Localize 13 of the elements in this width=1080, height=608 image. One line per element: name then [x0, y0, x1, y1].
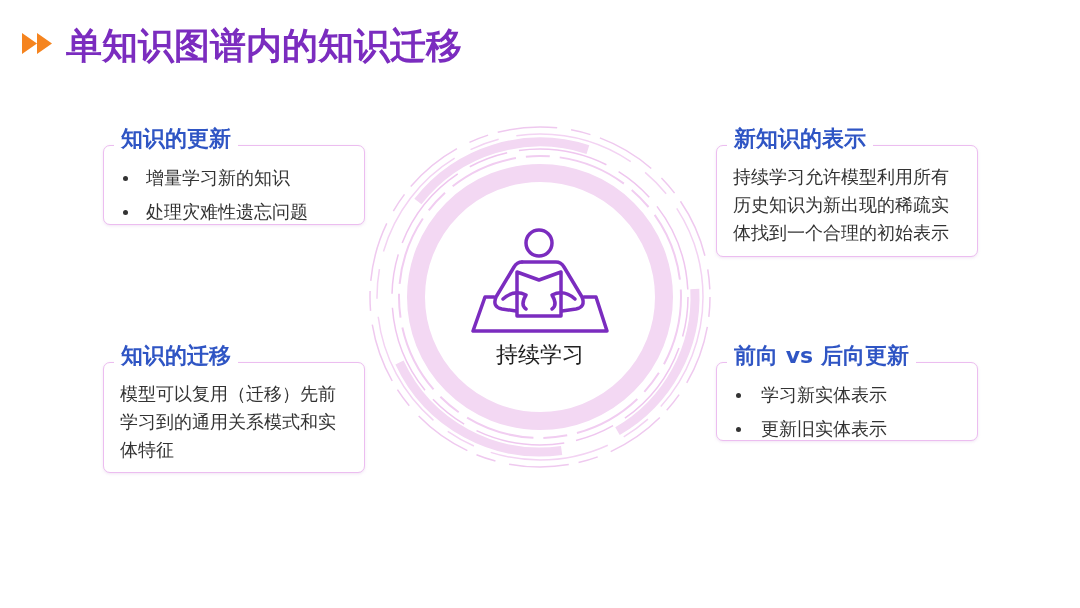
- bullet-text: 学习新实体表示: [761, 383, 887, 407]
- card-heading: 知识的迁移: [114, 342, 238, 370]
- card-heading: 前向 vs 后向更新: [727, 342, 916, 370]
- bullet-text: 更新旧实体表示: [761, 417, 887, 441]
- center-circle: [407, 164, 673, 430]
- card-text: 持续学习允许模型利用所有历史知识为新出现的稀疏实体找到一个合理的初始表示: [733, 165, 950, 245]
- title: 单知识图谱内的知识迁移: [66, 25, 462, 67]
- center-label: 持续学习: [495, 342, 585, 368]
- bullet-text: 增量学习新的知识: [146, 166, 290, 190]
- card-heading: 知识的更新: [114, 125, 238, 153]
- card-text: 模型可以复用（迁移）先前学习到的通用关系模式和实体特征: [120, 382, 337, 462]
- card-heading: 新知识的表示: [727, 125, 873, 153]
- bullet-text: 处理灾难性遗忘问题: [146, 200, 308, 224]
